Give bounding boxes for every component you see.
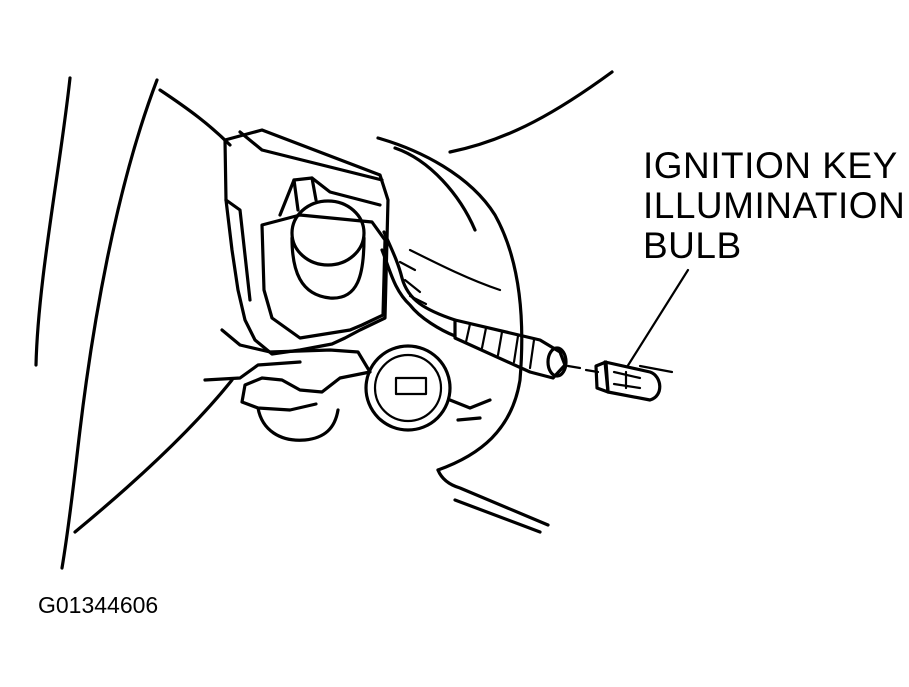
- bracket-lower-curve: [256, 406, 340, 442]
- switch-knob-side: [290, 236, 366, 300]
- mount-bracket: [220, 328, 372, 412]
- lower-trim-bottom: [453, 498, 542, 534]
- callout-line-2: ILLUMINATION: [643, 185, 906, 226]
- lower-trim-top: [436, 468, 550, 527]
- bulb-glass: [603, 360, 662, 402]
- alignment-line: [638, 364, 674, 374]
- harness-tape: [408, 248, 502, 292]
- bulb-base: [594, 360, 610, 394]
- key-cylinder-outer: [364, 344, 452, 432]
- socket-ribs: [464, 322, 536, 370]
- bulb-filament: [612, 370, 642, 390]
- switch-body-top: [238, 130, 384, 182]
- socket-end: [546, 346, 568, 378]
- harness-wire-lower: [380, 248, 457, 338]
- key-cylinder-inner: [373, 353, 443, 423]
- panel-inner-edge: [393, 146, 477, 232]
- shroud-outer-curve: [34, 76, 72, 367]
- callout-leader: [625, 268, 690, 369]
- key-slot: [394, 376, 428, 396]
- harness-wire-wrap: [398, 260, 428, 306]
- harness-wire-upper: [382, 230, 457, 322]
- figure-id: G01344606: [38, 592, 159, 618]
- bulb-socket: [453, 318, 567, 380]
- shroud-inner-curve: [60, 78, 159, 570]
- callout-line-3: BULB: [643, 225, 742, 266]
- shroud-lower-curve: [73, 378, 234, 534]
- connector-block: [260, 213, 387, 340]
- bracket-tab: [203, 360, 302, 382]
- connector-ridge: [292, 176, 318, 212]
- callout-label: IGNITION KEY ILLUMINATION BULB: [643, 146, 905, 266]
- alignment-dash: [566, 364, 600, 374]
- switch-body-front: [224, 198, 252, 302]
- cylinder-trim: [448, 398, 492, 422]
- dash-upper-curve: [448, 70, 614, 154]
- panel-right-edge: [376, 136, 524, 472]
- callout-line-1: IGNITION KEY: [643, 145, 898, 186]
- switch-knob-top: [290, 199, 366, 267]
- switch-body-outline: [223, 128, 390, 356]
- panel-top-edge: [158, 88, 232, 147]
